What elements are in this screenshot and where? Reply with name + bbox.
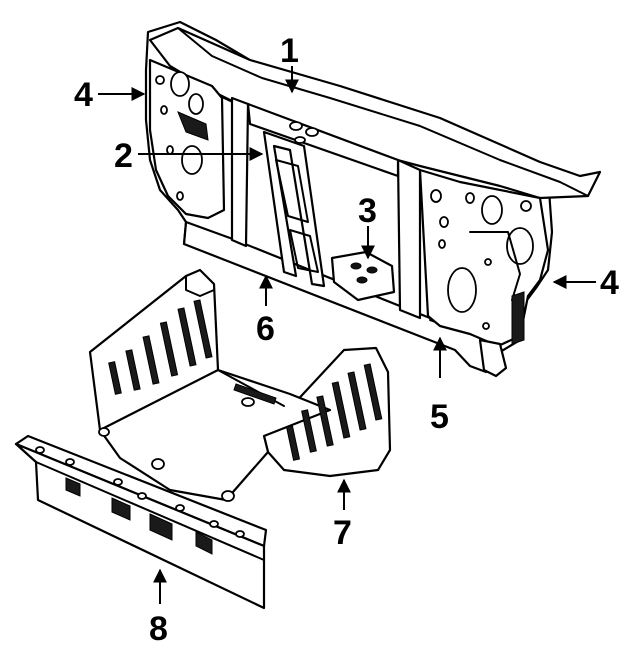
callout-label: 7 [333, 514, 352, 552]
left-wall-slots [108, 299, 213, 395]
callout-1: 1 [280, 32, 299, 94]
callout-label: 2 [114, 137, 133, 175]
callout-label: 1 [280, 32, 299, 70]
callout-5: 5 [430, 336, 449, 436]
callout-label: 3 [358, 192, 377, 230]
callout-4-left: 4 [74, 76, 146, 114]
air-deflector-tray [88, 268, 392, 502]
callout-2: 2 [114, 137, 264, 175]
radiator-support-panel [144, 20, 602, 378]
callout-6: 6 [256, 274, 275, 348]
callout-label: 4 [600, 264, 619, 302]
callout-label: 6 [256, 310, 275, 348]
callout-7: 7 [333, 478, 352, 552]
lower-tie-bar [14, 434, 268, 610]
callout-4-right: 4 [552, 264, 619, 302]
right-wall-slots [285, 363, 383, 461]
callout-label: 4 [74, 76, 93, 114]
callout-3: 3 [358, 192, 377, 260]
callout-8: 8 [149, 568, 168, 648]
callout-label: 5 [430, 398, 449, 436]
callout-label: 8 [149, 610, 168, 648]
